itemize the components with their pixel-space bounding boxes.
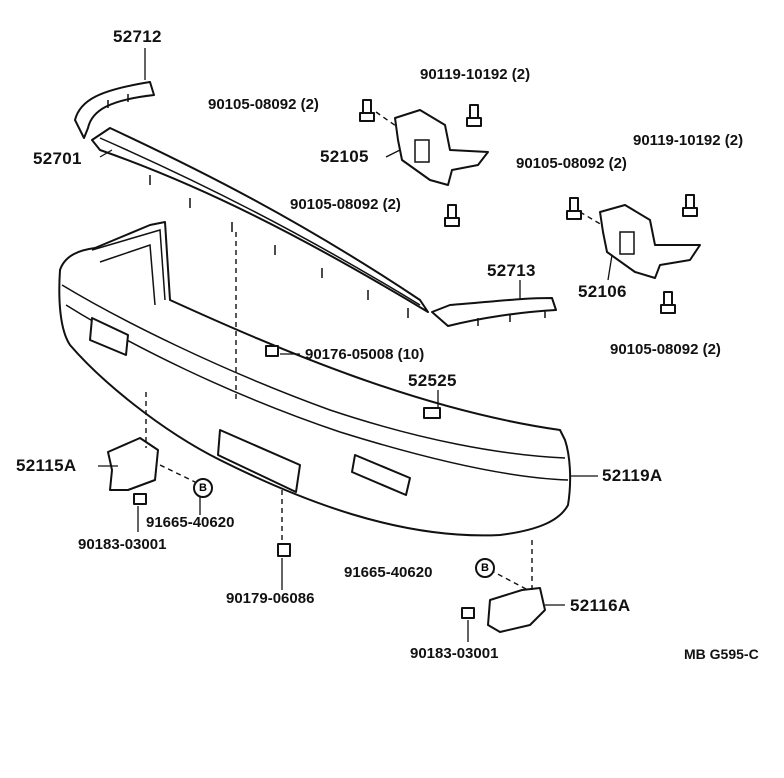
side-bracket-right [487,587,546,633]
label-52712: 52712 [113,27,162,46]
fasteners [133,99,698,619]
label-91665-a: 91665-40620 [146,514,235,531]
left-corner-molding [74,81,155,139]
upper-molding [91,127,429,318]
label-90105-c: 90105-08092 (2) [516,155,627,172]
label-52105: 52105 [320,147,369,166]
bracket-left [394,109,489,186]
label-90179: 90179-06086 [226,590,315,607]
leader-lines [98,48,613,642]
label-90119-b: 90119-10192 (2) [633,132,744,149]
label-52115A: 52115A [16,456,77,475]
callout-b-icon-2: B [475,558,495,578]
label-90105-b: 90105-08092 (2) [290,196,401,213]
label-90176: 90176-05008 (10) [305,346,425,363]
bracket-right [599,204,701,279]
right-corner-molding [431,297,557,327]
label-90183-b: 90183-03001 [410,645,499,662]
label-90105-a: 90105-08092 (2) [208,96,319,113]
assembly-lines [145,111,603,591]
label-52106: 52106 [578,282,627,301]
side-bracket-left [107,437,159,491]
label-91665-b: 91665-40620 [344,564,433,581]
label-52525: 52525 [408,371,457,390]
label-52116A: 52116A [570,596,631,615]
bumper-cover [58,221,572,537]
reference-code: MB G595-C [684,646,759,662]
label-52701: 52701 [33,149,82,168]
label-52713: 52713 [487,261,536,280]
label-52119A: 52119A [602,466,663,485]
label-90183-a: 90183-03001 [78,536,167,553]
callout-b-icon: B [193,478,213,498]
label-90105-d: 90105-08092 (2) [610,341,721,358]
label-90119-a: 90119-10192 (2) [420,66,531,83]
